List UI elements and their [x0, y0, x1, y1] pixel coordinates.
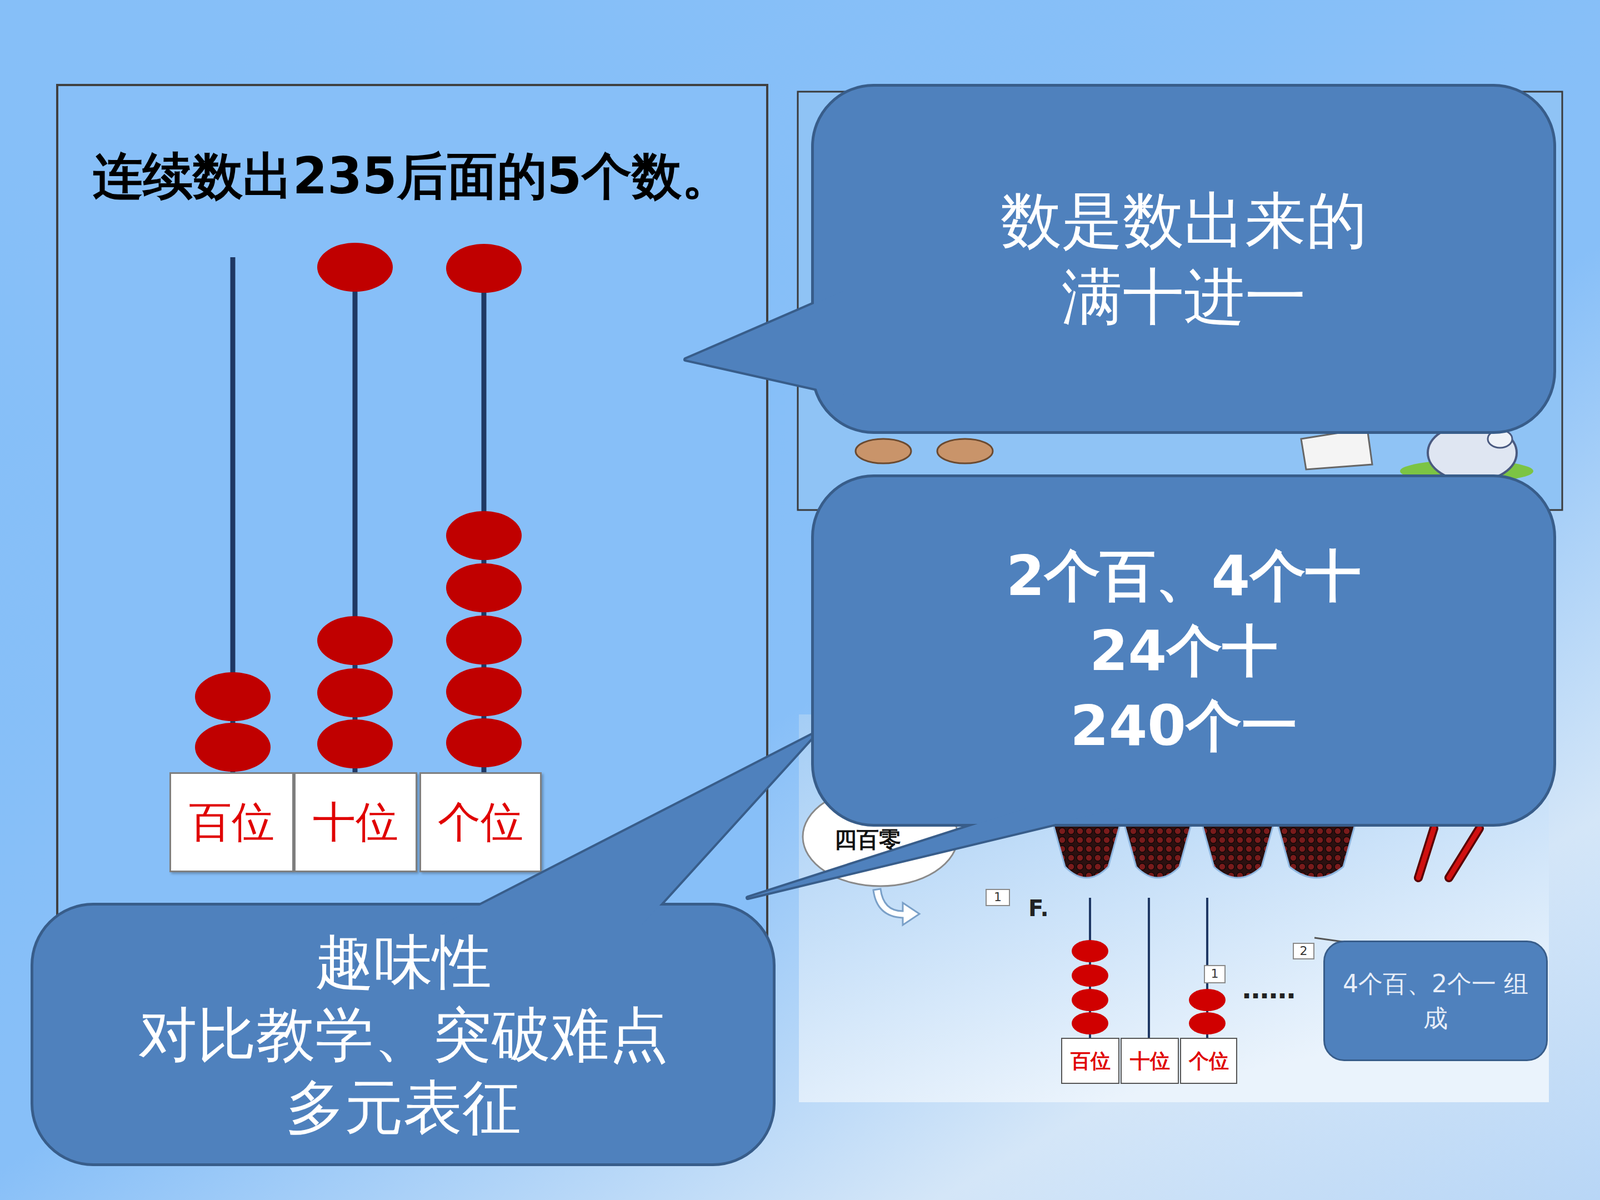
turn-arrow: [873, 888, 920, 925]
callout-tail-fill: [747, 807, 1123, 898]
step-letter: F.: [1028, 895, 1049, 922]
speech-callout: 数是数出来的满十进一: [811, 83, 1557, 434]
place-value-label: 十位: [312, 798, 399, 847]
place-value-label: 个位: [437, 798, 524, 847]
paper: [1301, 428, 1373, 470]
callout-outline: [1323, 940, 1548, 1062]
abacus-beads: [1071, 940, 1226, 1035]
callout-text-group: 4个百、2个一 组成: [1323, 940, 1548, 1062]
callout-number: 1: [985, 888, 1010, 907]
abacus-rod: [1088, 897, 1092, 1038]
callout-outline: [811, 83, 1557, 434]
callout-text: 2个百、4个十: [1006, 538, 1362, 614]
place-value-box: 个位: [1180, 1037, 1238, 1084]
callout-body: [32, 904, 775, 1165]
callout-text: 24个十: [1089, 613, 1278, 689]
callout-number: 2: [1292, 942, 1315, 960]
callout-tail: [441, 732, 817, 925]
small-abacus: [1071, 897, 1226, 1038]
callout-text-group: 数是数出来的满十进一: [811, 83, 1557, 434]
callout-text-group: 2个百、4个十24个十240个一: [811, 474, 1557, 827]
number-text: 1: [993, 890, 1002, 904]
note-box: 4个百、2个一 组成: [1323, 940, 1548, 1062]
place-value-box: 个位: [419, 772, 542, 873]
place-value-box: 十位: [1120, 1037, 1179, 1084]
place-value-box: 百位: [1061, 1037, 1120, 1084]
number-text: 2: [1300, 944, 1308, 958]
callout-text: 数是数出来的: [1000, 182, 1368, 259]
callout-tail: [685, 290, 845, 395]
place-value-box: 百位: [169, 772, 294, 873]
foot: [855, 438, 912, 464]
callout-tail-fill: [685, 290, 845, 395]
place-value-label: 十位: [1130, 1050, 1170, 1073]
callout-text: 4个百、2个一 组成: [1341, 966, 1530, 1036]
callout-tail-fill: [441, 732, 817, 925]
speech-callout: 趣味性对比教学、突破难点多元表征: [30, 902, 776, 1167]
callout-text: 对比教学、突破难点: [138, 998, 669, 1072]
ellipsis-mark: ……: [1242, 973, 1296, 1005]
number-text: 1: [1211, 967, 1219, 981]
place-value-label: 个位: [1188, 1050, 1229, 1073]
place-value-box: 十位: [293, 772, 418, 873]
speech-callout: 2个百、4个十24个十240个一: [811, 474, 1557, 827]
callout-body: [812, 85, 1555, 433]
panel-title: 连续数出235后面的5个数。: [58, 142, 767, 211]
place-value-label: 百位: [188, 798, 275, 847]
callout-text: 多元表征: [285, 1071, 522, 1144]
callout-number: 1: [1203, 965, 1226, 984]
foot: [937, 438, 993, 464]
callout-body: [812, 476, 1555, 826]
place-value-label: 百位: [1070, 1050, 1111, 1073]
callout-body: [1324, 941, 1548, 1061]
callout-text: 趣味性: [315, 925, 492, 999]
callout-text: 满十进一: [1061, 258, 1307, 335]
callout-text: 240个一: [1070, 688, 1298, 764]
abacus-rod: [1147, 897, 1150, 1038]
bubble-ellipse: [802, 787, 958, 887]
callout-text-group: 趣味性对比教学、突破难点多元表征: [30, 902, 776, 1167]
single-sticks: [1418, 828, 1480, 878]
